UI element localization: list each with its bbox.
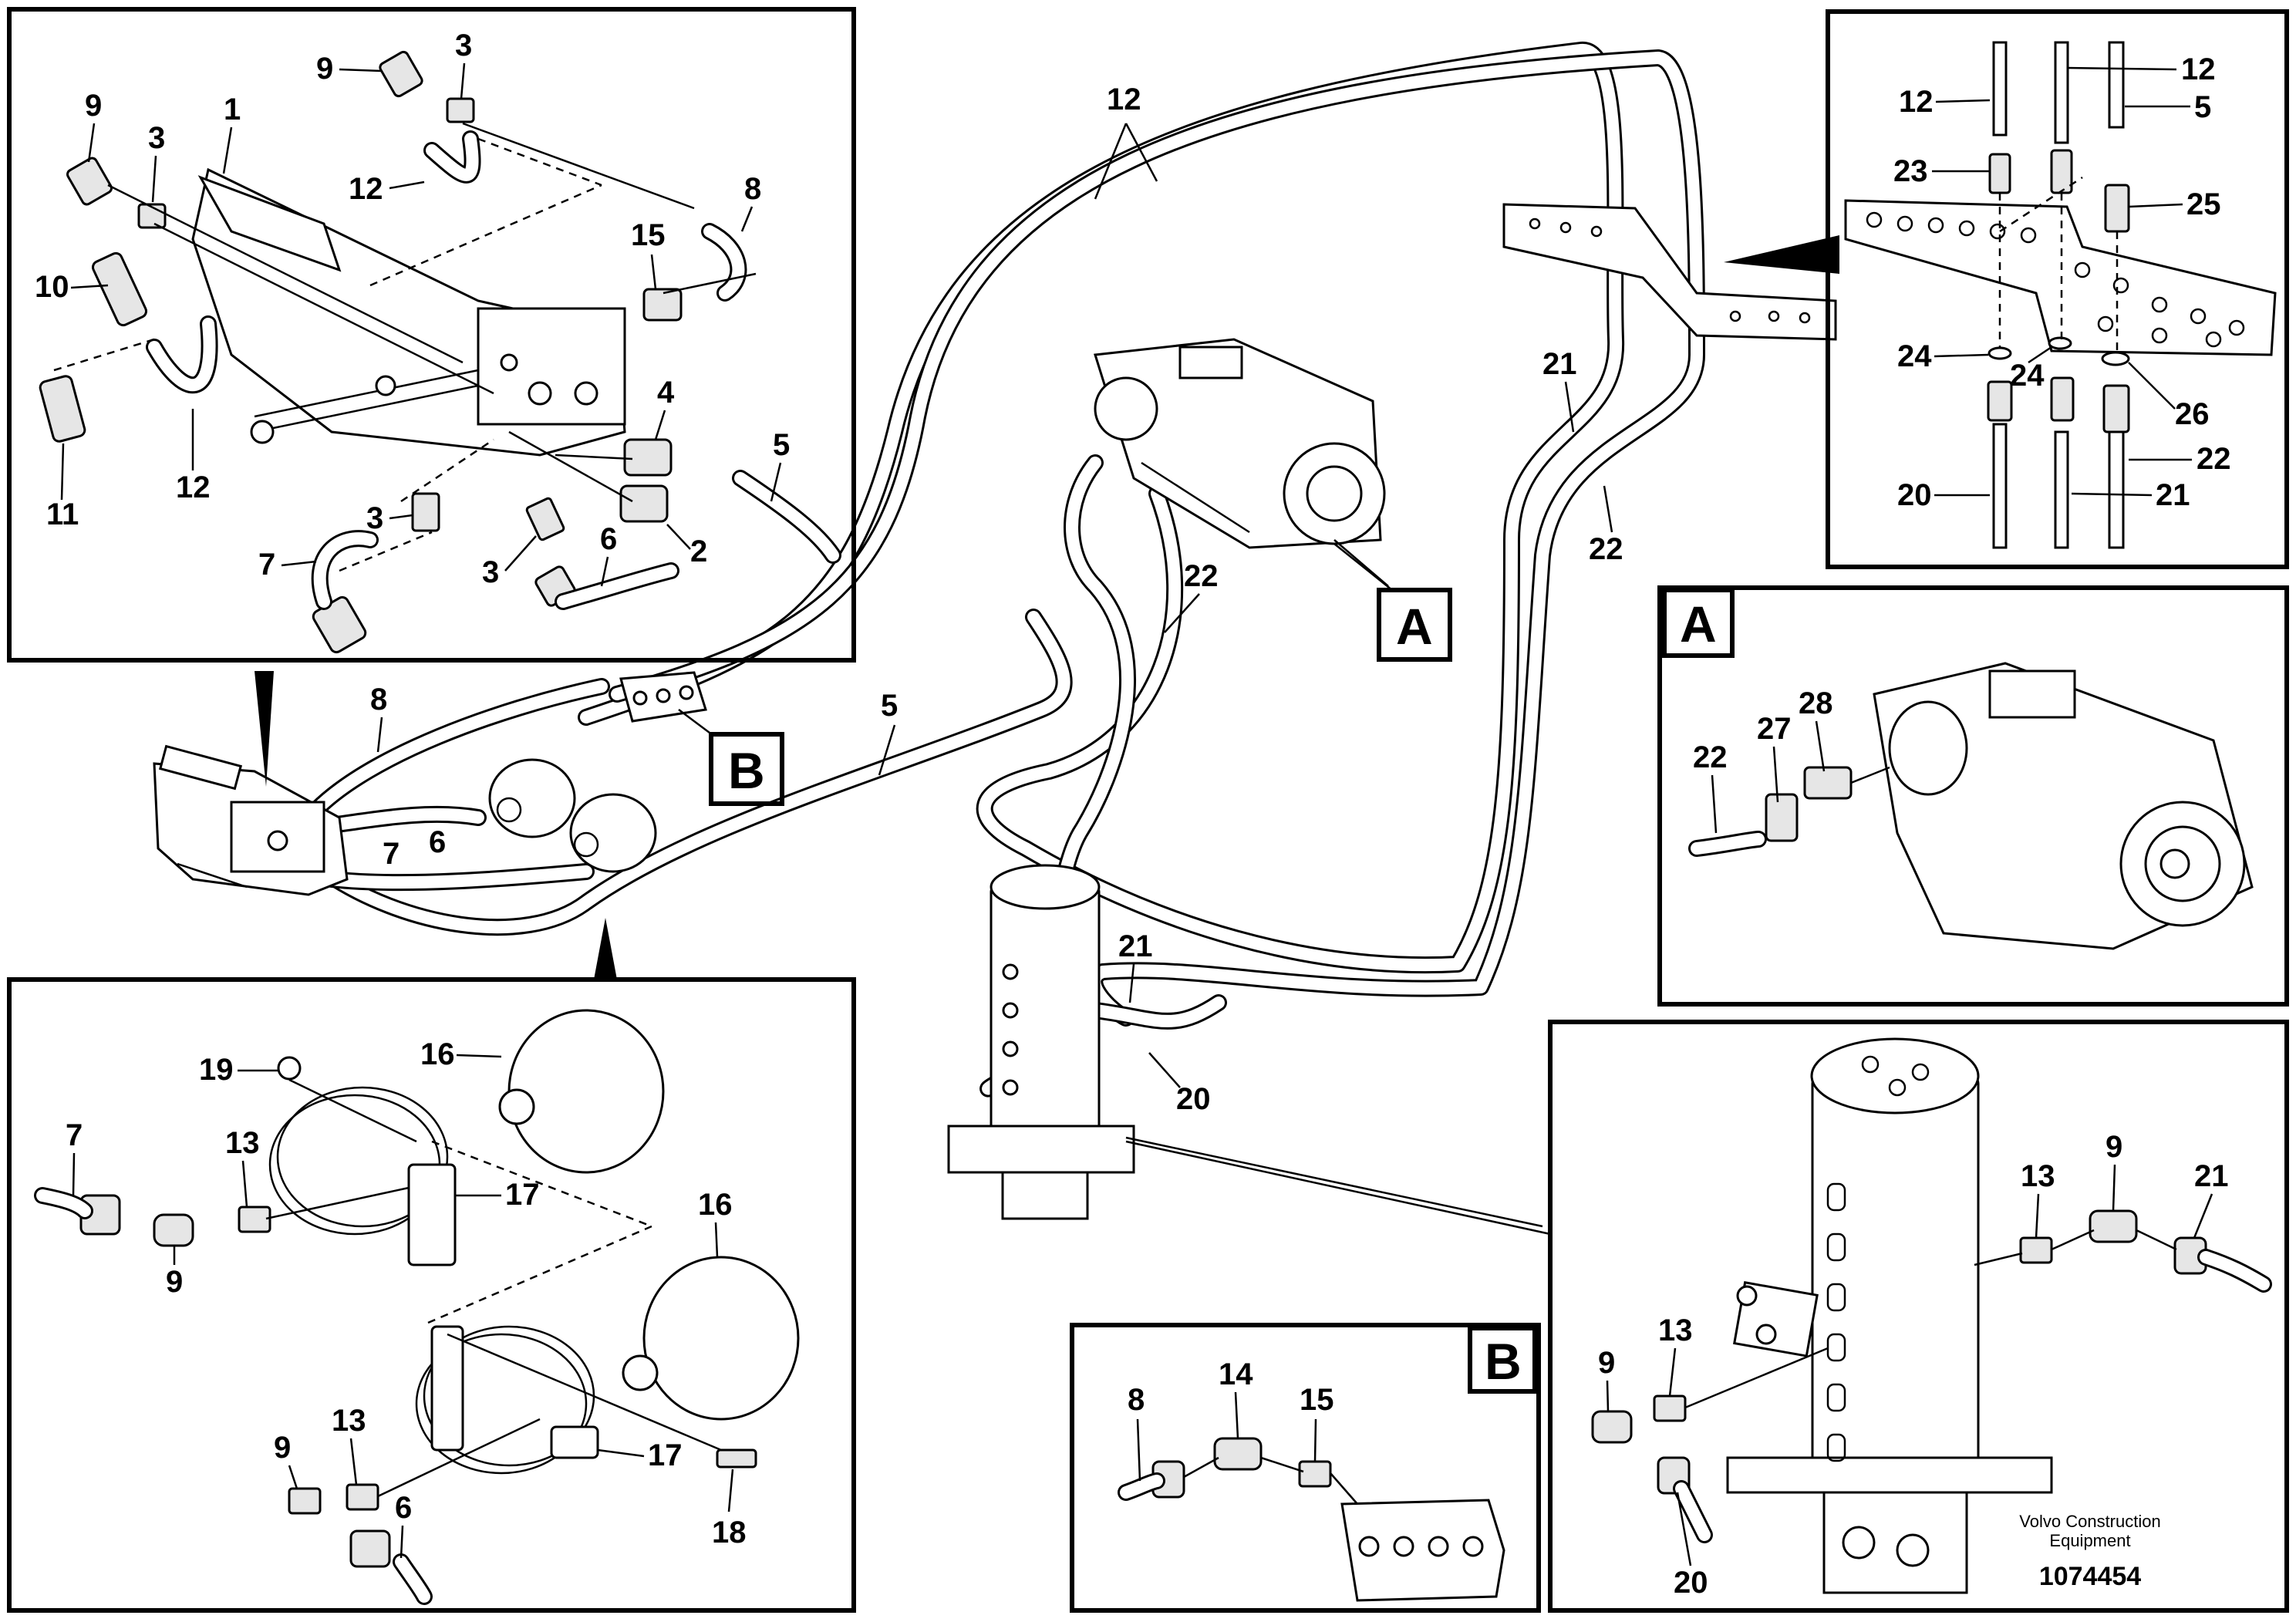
tr-callout-24a: 24 [1897,339,1932,373]
detail-b-letter: B [1485,1333,1522,1390]
bl-callout-16a: 16 [420,1037,455,1071]
tl-callout-5: 5 [773,428,790,462]
br-callout-13b: 13 [1658,1313,1693,1347]
detail-bottom-left: 19 16 7 13 17 9 16 13 9 17 6 18 [7,977,856,1613]
hydraulic-pump-main [1094,338,1386,549]
callout-5-main: 5 [881,689,898,723]
flag-b-main: B [709,732,784,806]
tl-callout-4: 4 [657,376,675,410]
tl-callout-12b: 12 [176,470,211,504]
tl-callout-7: 7 [258,548,275,582]
br-callout-9b: 9 [1598,1346,1615,1380]
tr-callout-26: 26 [2175,397,2210,431]
callout-21-main-top: 21 [1542,347,1577,381]
callout-6-main: 6 [429,825,446,859]
valve-block-main [153,744,349,896]
tl-callout-10: 10 [35,270,69,304]
flag-b-letter: B [728,742,765,799]
callout-12-main: 12 [1107,83,1141,116]
callout-20-main-swivel: 20 [1176,1082,1211,1116]
detail-b: B 8 14 15 [1070,1323,1541,1613]
bl-callout-9a: 9 [166,1265,183,1299]
credit-line-2: Equipment [2049,1531,2130,1550]
tl-callout-3b: 3 [148,121,165,155]
mounting-plate-main [1502,203,1837,341]
br-callout-20: 20 [1674,1566,1708,1600]
tr-callout-5: 5 [2194,90,2211,124]
br-callout-13a: 13 [2021,1159,2055,1193]
detail-pointers [255,235,1839,1236]
detail-top-right: 12 12 5 23 25 24 24 26 22 20 21 [1826,9,2289,569]
bl-callout-13a: 13 [225,1126,260,1160]
tl-callout-9b: 9 [85,89,102,123]
main-callouts: 12 5 8 7 6 21 22 22 21 20 21 [370,83,1623,1116]
bl-callout-18: 18 [712,1516,747,1549]
illustration-number: 1074454 [2039,1562,2141,1591]
tl-callout-12a: 12 [349,172,383,206]
swivel-main [947,864,1135,1220]
detail-bottom-right: 13 9 21 9 13 20 [1548,1020,2289,1613]
distribution-block-b-main [619,671,707,723]
br-callout-21: 21 [2194,1159,2229,1193]
flag-a-letter: A [1396,598,1433,655]
callout-22-main-top: 22 [1589,532,1623,566]
credit-line-1: Volvo Construction [2019,1512,2160,1531]
detail-a: A 22 27 28 [1657,585,2289,1007]
tl-callout-11: 11 [46,497,79,531]
main-hoses [308,42,1705,1098]
tl-callout-3c: 3 [366,501,383,535]
tl-callout-1: 1 [224,93,241,126]
detail-top-left: 9 3 1 9 3 12 8 15 10 11 12 4 5 3 7 3 6 2 [7,7,856,663]
tr-callout-24b: 24 [2010,359,2045,393]
tl-callout-3d: 3 [482,555,499,589]
bl-callout-7: 7 [66,1118,83,1152]
bl-callout-16b: 16 [698,1188,733,1222]
callout-21-main-swivel: 21 [1118,929,1153,963]
tr-callout-12b: 12 [2181,52,2216,86]
tl-callout-2: 2 [690,534,707,568]
br-callout-9a: 9 [2106,1130,2122,1164]
footer-credit: Volvo Construction Equipment 1074454 [2019,1512,2160,1591]
flag-a-main: A [1377,588,1452,662]
a-callout-28: 28 [1799,686,1833,720]
tl-callout-6: 6 [600,522,617,556]
tr-callout-12a: 12 [1899,85,1934,119]
tr-callout-21: 21 [2156,478,2190,512]
callout-22-main-mid: 22 [1184,559,1219,593]
bl-callout-6: 6 [395,1491,412,1525]
a-callout-22: 22 [1693,740,1728,774]
tl-callout-3a: 3 [455,29,472,62]
a-callout-27: 27 [1757,712,1792,746]
b-callout-14: 14 [1219,1357,1253,1391]
tr-callout-23: 23 [1893,154,1928,188]
tl-callout-15: 15 [631,218,666,252]
tr-callout-22: 22 [2197,442,2231,476]
detail-a-letter: A [1680,595,1717,653]
bl-callout-13b: 13 [332,1404,366,1438]
callout-7-main: 7 [383,837,400,871]
tr-callout-25: 25 [2186,187,2221,221]
bl-callout-9b: 9 [274,1431,291,1465]
callout-8-main: 8 [370,683,387,717]
b-callout-15: 15 [1300,1383,1334,1417]
tr-callout-20: 20 [1897,478,1932,512]
b-callout-8: 8 [1128,1383,1145,1417]
bl-callout-17a: 17 [505,1178,540,1212]
tl-callout-8: 8 [744,172,761,206]
accumulators-main [488,758,657,873]
tl-callout-9a: 9 [316,52,333,86]
bl-callout-19: 19 [199,1053,234,1087]
bl-callout-17b: 17 [648,1438,683,1472]
